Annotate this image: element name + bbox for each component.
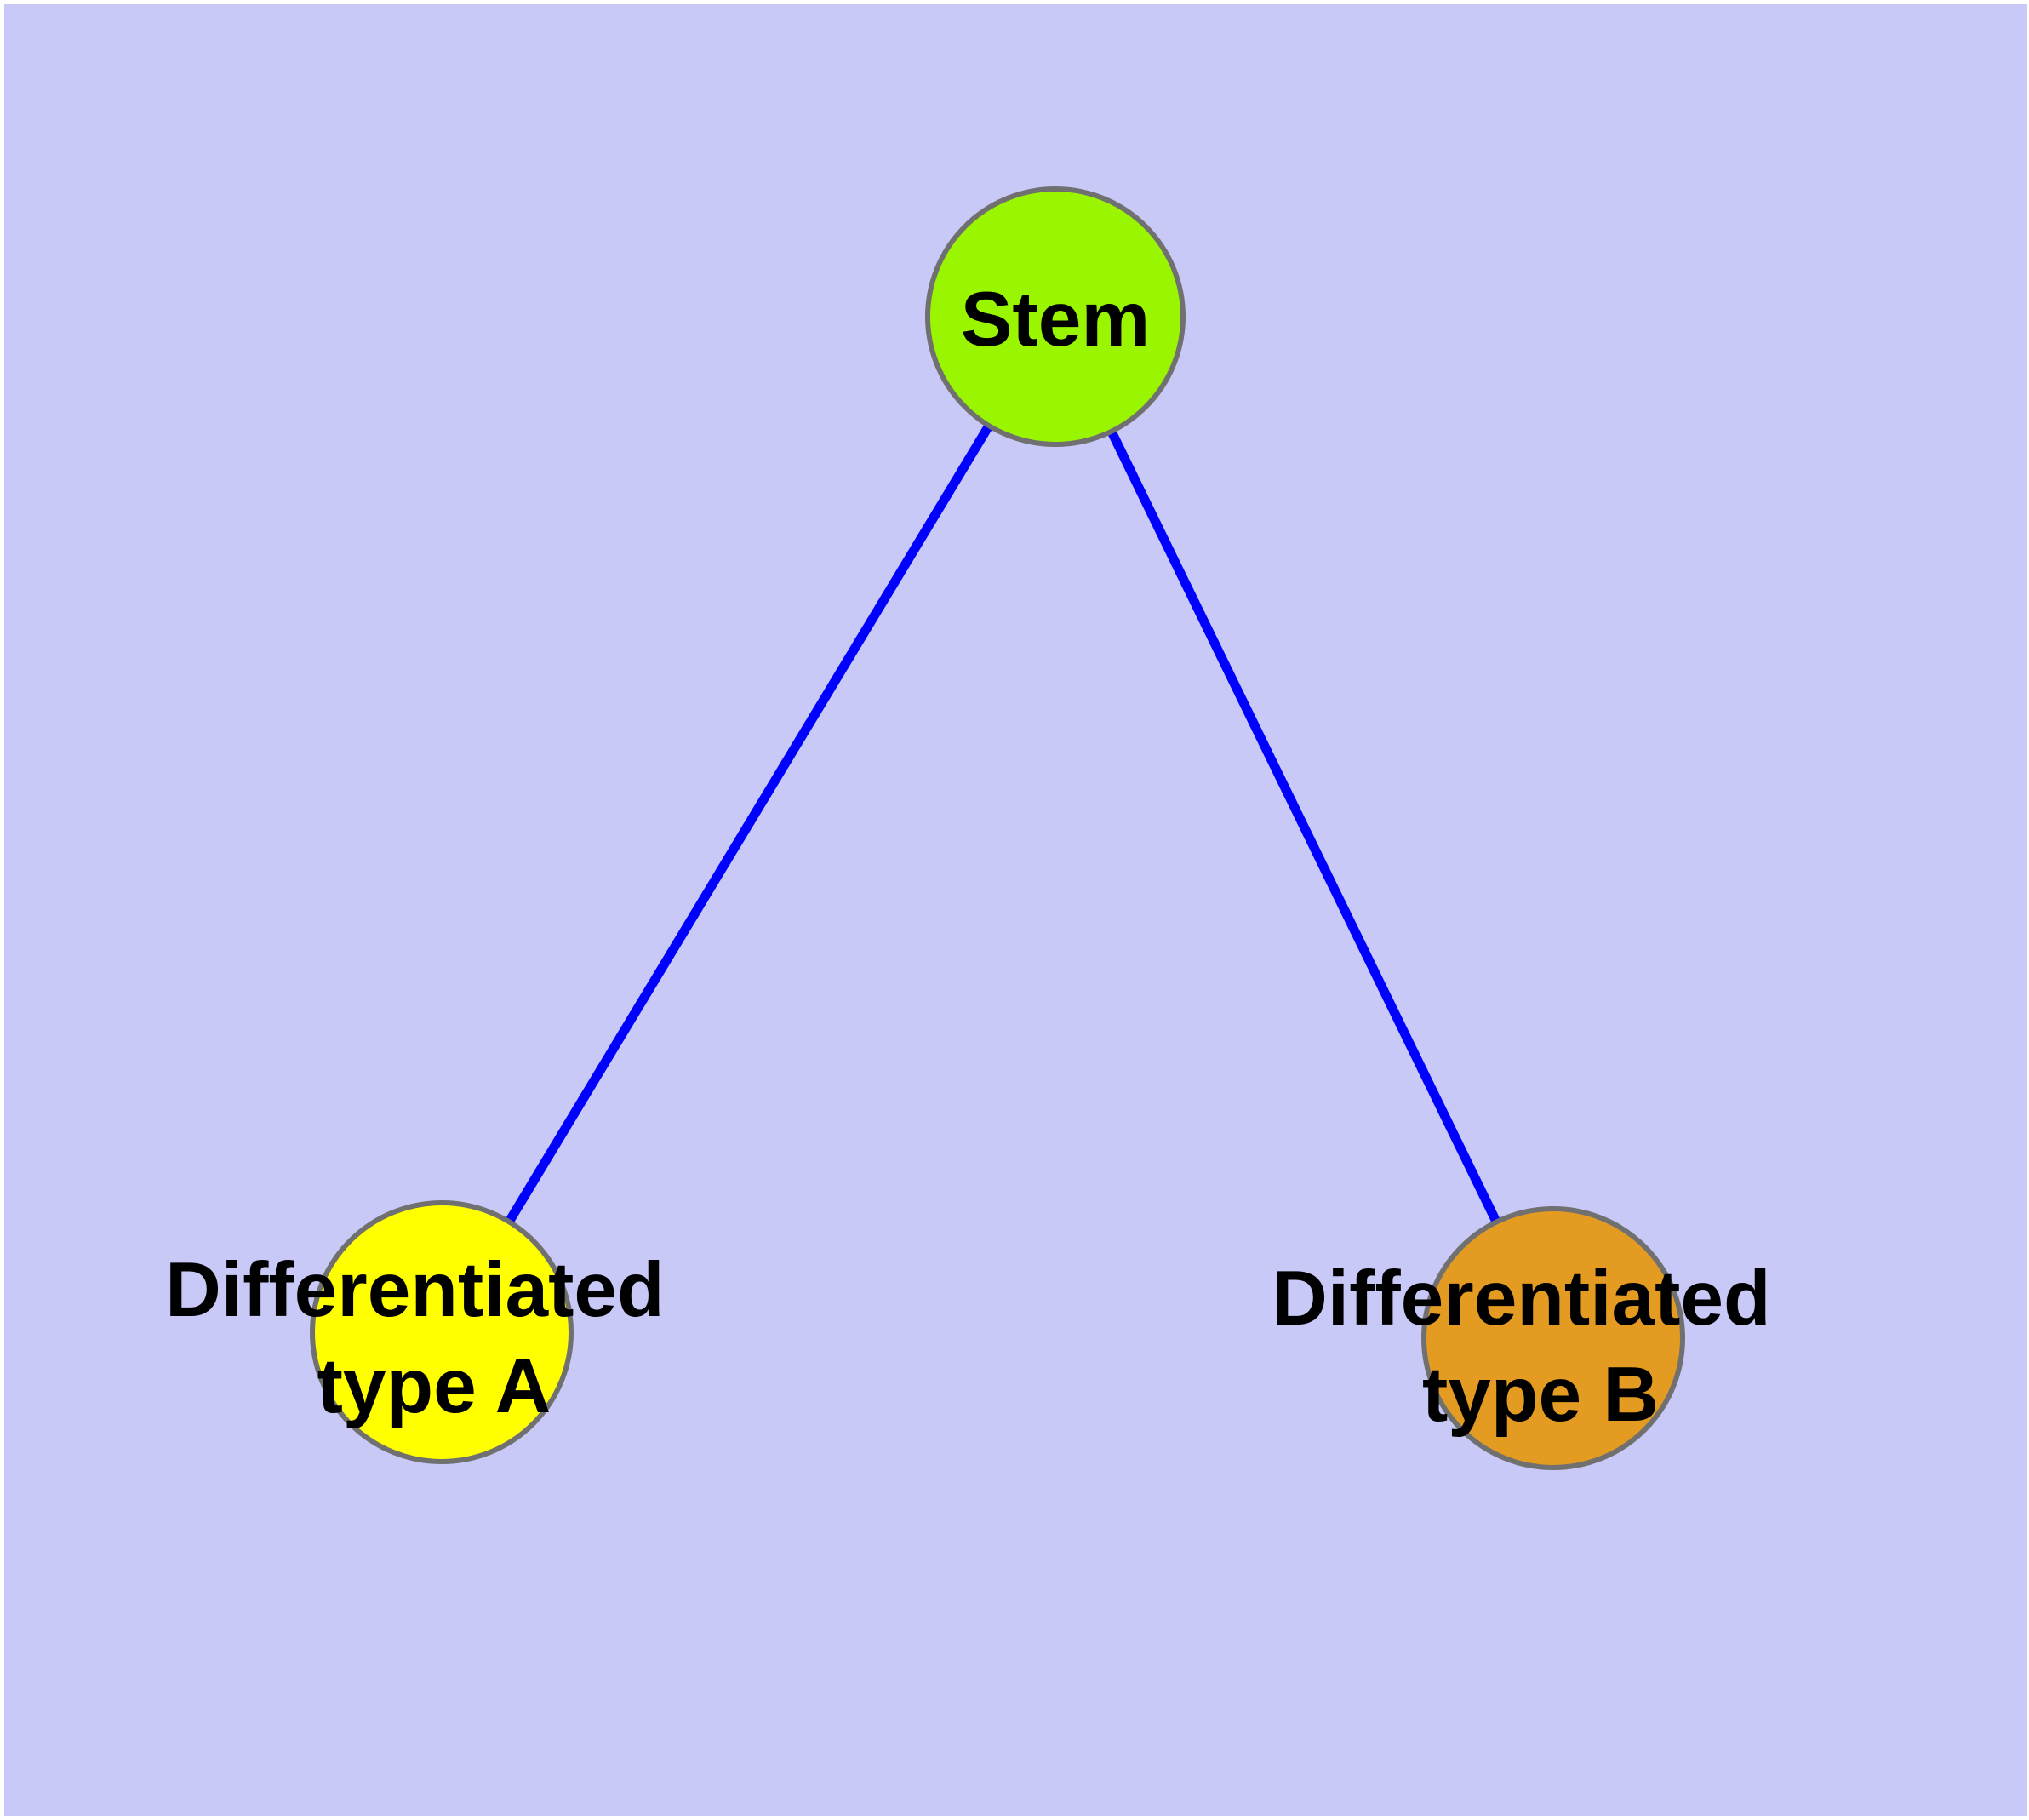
node-differentiated-type-a-label: Differentiated type A bbox=[165, 1247, 686, 1429]
node-stem: Stem bbox=[925, 186, 1186, 447]
node-differentiated-type-a-label-line1: Differentiated bbox=[165, 1247, 665, 1333]
edge-stem-to-type-a bbox=[504, 423, 993, 1226]
node-differentiated-type-b-circle bbox=[1421, 1206, 1685, 1470]
node-differentiated-type-a-circle bbox=[310, 1200, 574, 1464]
node-differentiated-type-b-label: Differentiated type B bbox=[1272, 1256, 1792, 1438]
node-stem-circle bbox=[925, 186, 1186, 447]
node-differentiated-type-b-label-line1: Differentiated bbox=[1272, 1256, 1771, 1342]
node-stem-label: Stem bbox=[961, 277, 1151, 363]
node-differentiated-type-a: Differentiated type A bbox=[165, 1200, 686, 1464]
edge-stem-to-type-b bbox=[1107, 429, 1501, 1226]
node-differentiated-type-b: Differentiated type B bbox=[1272, 1206, 1792, 1470]
node-differentiated-type-a-label-line2: type A bbox=[317, 1343, 552, 1429]
node-differentiated-type-b-label-line2: type B bbox=[1422, 1352, 1659, 1438]
